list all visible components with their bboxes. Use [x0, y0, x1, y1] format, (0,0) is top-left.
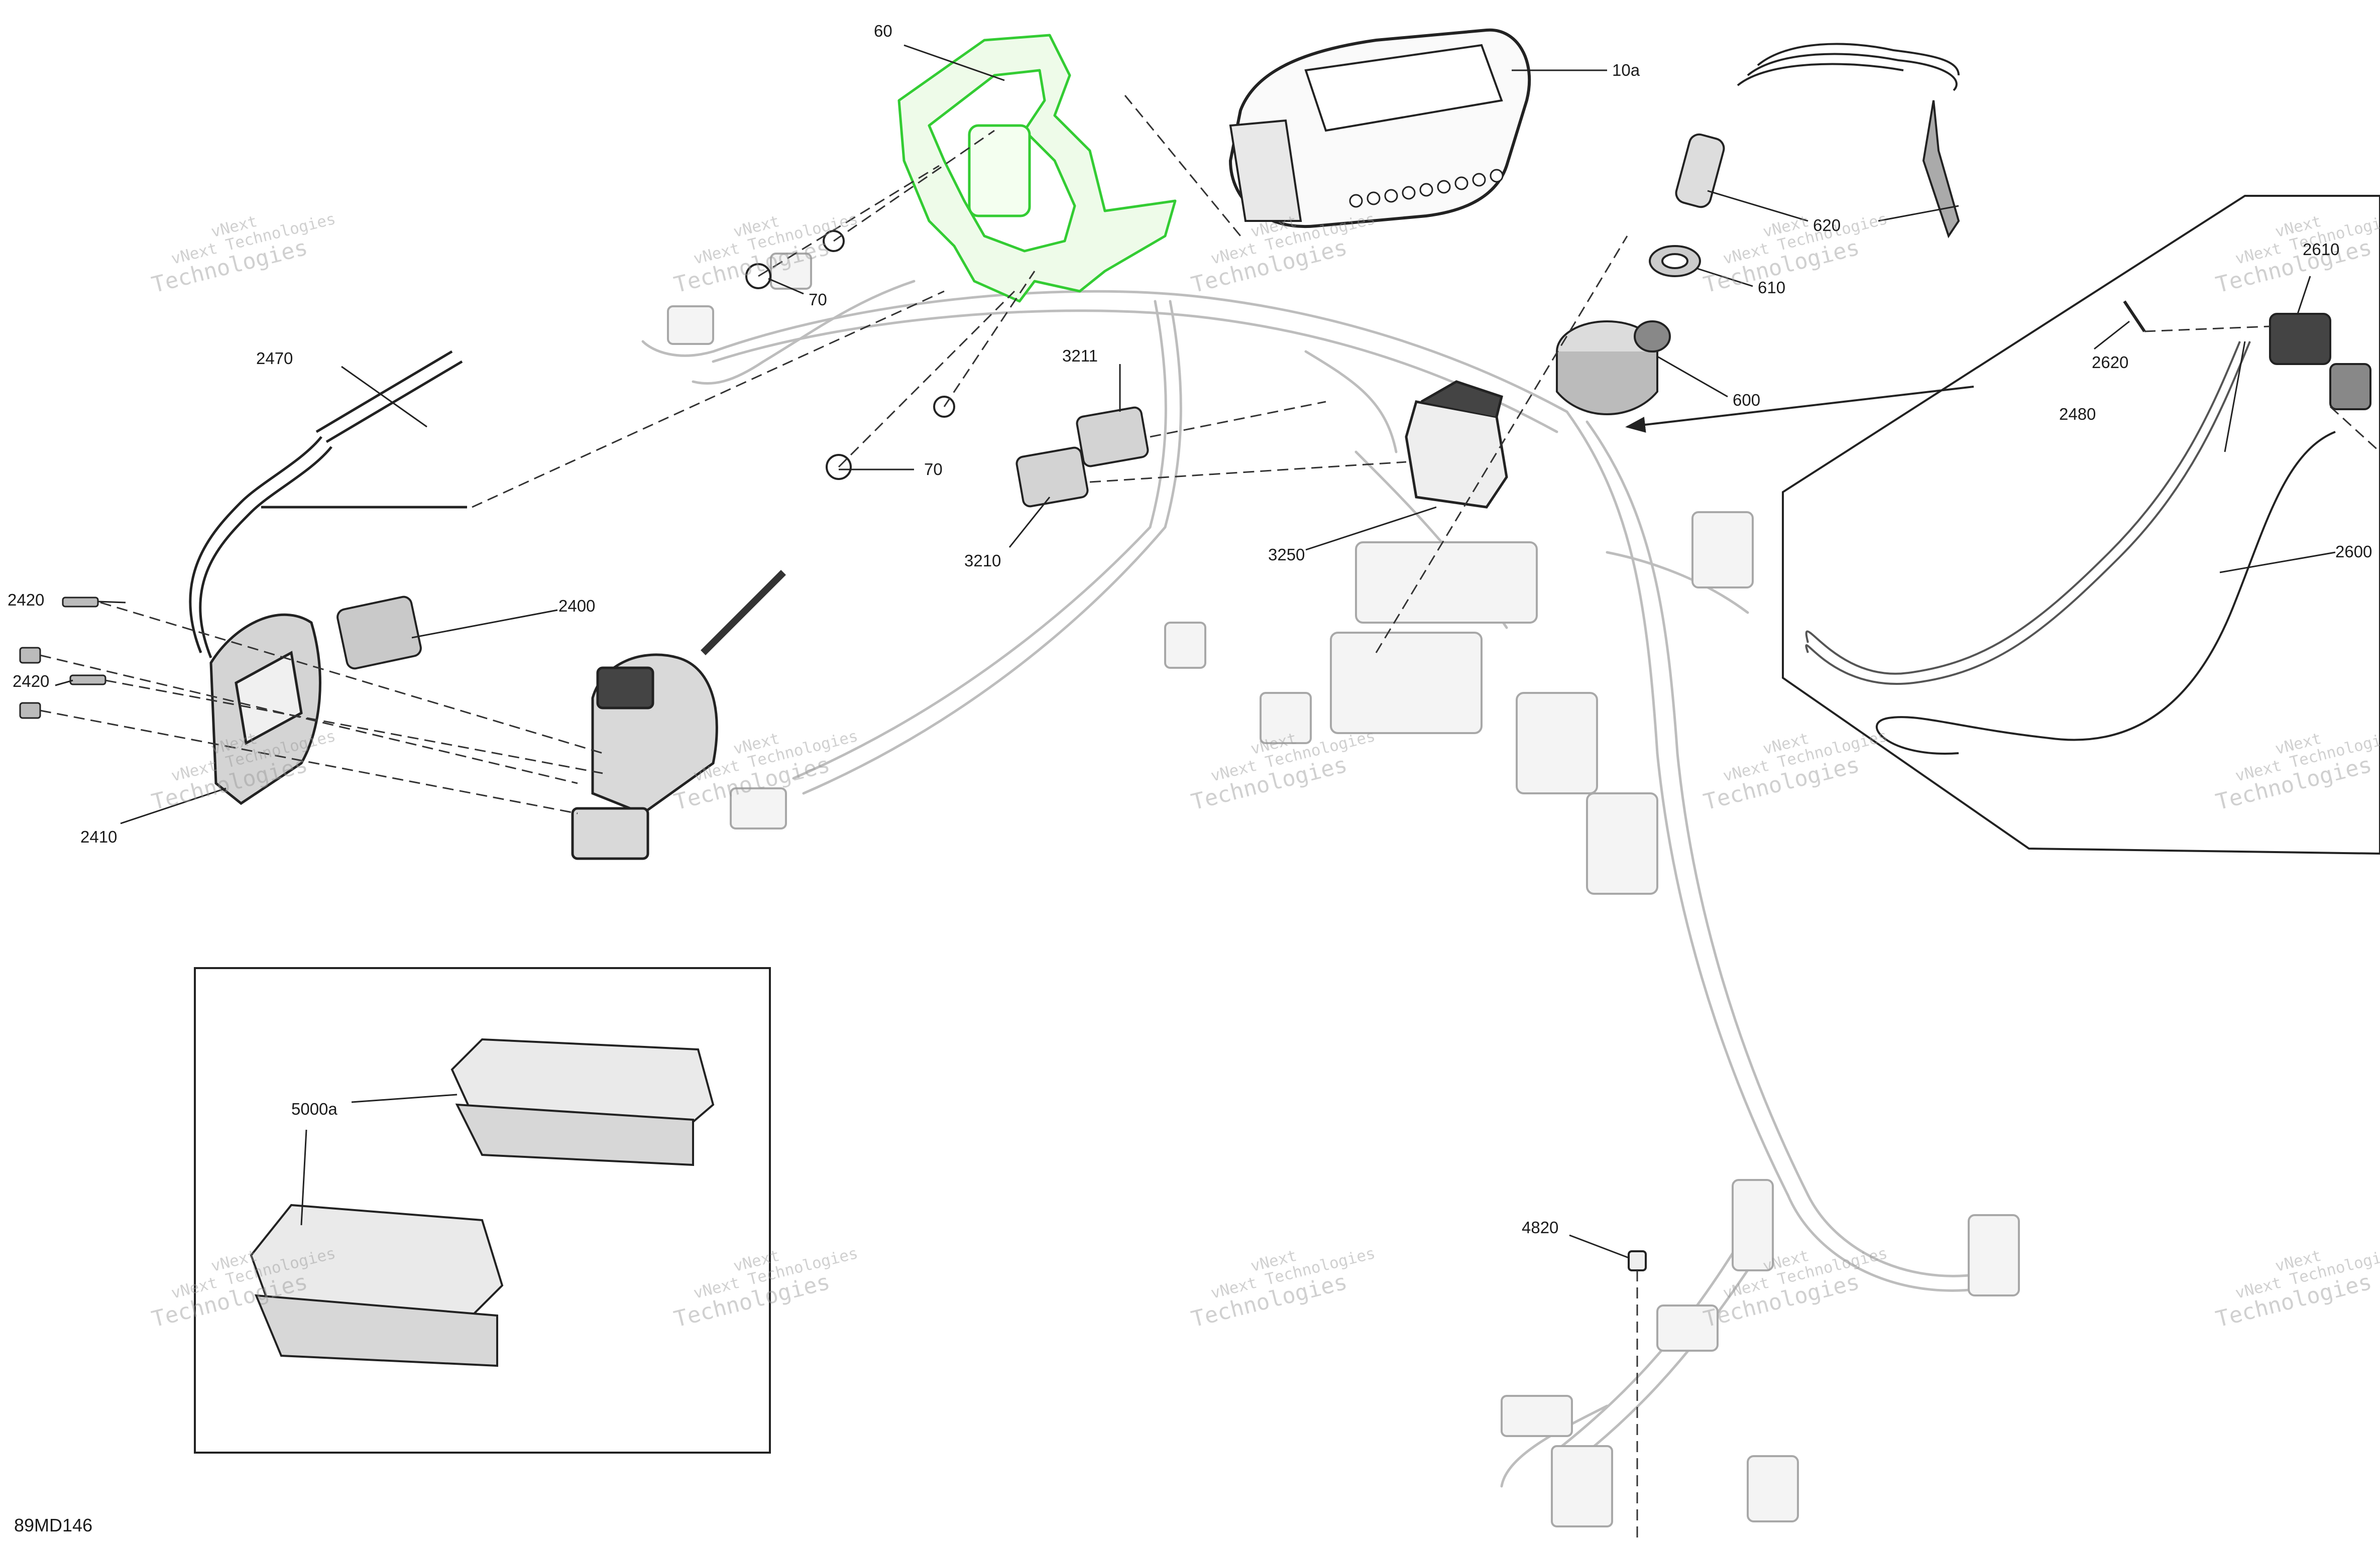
diagram-code: 89MD146 [14, 1515, 93, 1535]
inset-arrow [1625, 386, 1974, 433]
part-label-2420[interactable]: 2420 [13, 672, 50, 690]
part-label-620[interactable]: 620 [1813, 216, 1841, 234]
assembly-lines [40, 95, 2380, 1543]
screws-2420 [19, 597, 106, 719]
part-label-2410[interactable]: 2410 [80, 827, 118, 846]
nut-4820 [1628, 1250, 1647, 1271]
part-label-60[interactable]: 60 [874, 22, 892, 40]
screws-70 [745, 230, 955, 480]
rocker-switch-3250 [1405, 380, 1508, 509]
part-label-70[interactable]: 70 [809, 290, 827, 309]
part-label-2610[interactable]: 2610 [2303, 240, 2340, 259]
part-label-2600[interactable]: 2600 [2335, 542, 2372, 561]
part-label-3211[interactable]: 3211 [1062, 346, 1098, 365]
part-label-2420[interactable]: 2420 [8, 590, 45, 609]
connector-2400 [336, 596, 422, 670]
cluster-buttons [1349, 169, 1504, 208]
part-label-5000a[interactable]: 5000a [291, 1100, 337, 1118]
part-label-610[interactable]: 610 [1758, 278, 1786, 297]
harness-connectors [667, 253, 2020, 1527]
part-label-10a[interactable]: 10a [1612, 61, 1640, 79]
cable-2470 [189, 350, 467, 658]
inset-frame [1782, 195, 2380, 855]
part-label-2470[interactable]: 2470 [256, 349, 293, 368]
part-label-70[interactable]: 70 [924, 460, 943, 479]
pin-2620 [2123, 300, 2146, 332]
cable-2480 [1805, 341, 2251, 685]
connectors-3211-3210 [1015, 406, 1149, 508]
instrument-cluster-10a [1228, 28, 1531, 228]
part-label-4820[interactable]: 4820 [1522, 1218, 1559, 1237]
sensor-2610 [2269, 313, 2371, 410]
ecu-box [194, 967, 771, 1454]
handlebar-switch-2400 [571, 570, 786, 860]
bracket-60-highlighted [897, 34, 1177, 303]
ignition-switch-600 [1556, 320, 1671, 415]
part-label-3210[interactable]: 3210 [964, 551, 1001, 570]
part-label-2480[interactable]: 2480 [2059, 405, 2096, 423]
part-label-2400[interactable]: 2400 [558, 597, 596, 615]
wiring-harness [641, 280, 2000, 1488]
key-switch-610 [1649, 245, 1701, 277]
part-label-2620[interactable]: 2620 [2092, 353, 2129, 372]
part-label-600[interactable]: 600 [1733, 391, 1761, 409]
wire-2600 [1875, 431, 2336, 755]
leader-lines [55, 44, 2336, 1259]
tether-key-620 [1675, 43, 1960, 239]
part-label-3250[interactable]: 3250 [1268, 545, 1305, 564]
